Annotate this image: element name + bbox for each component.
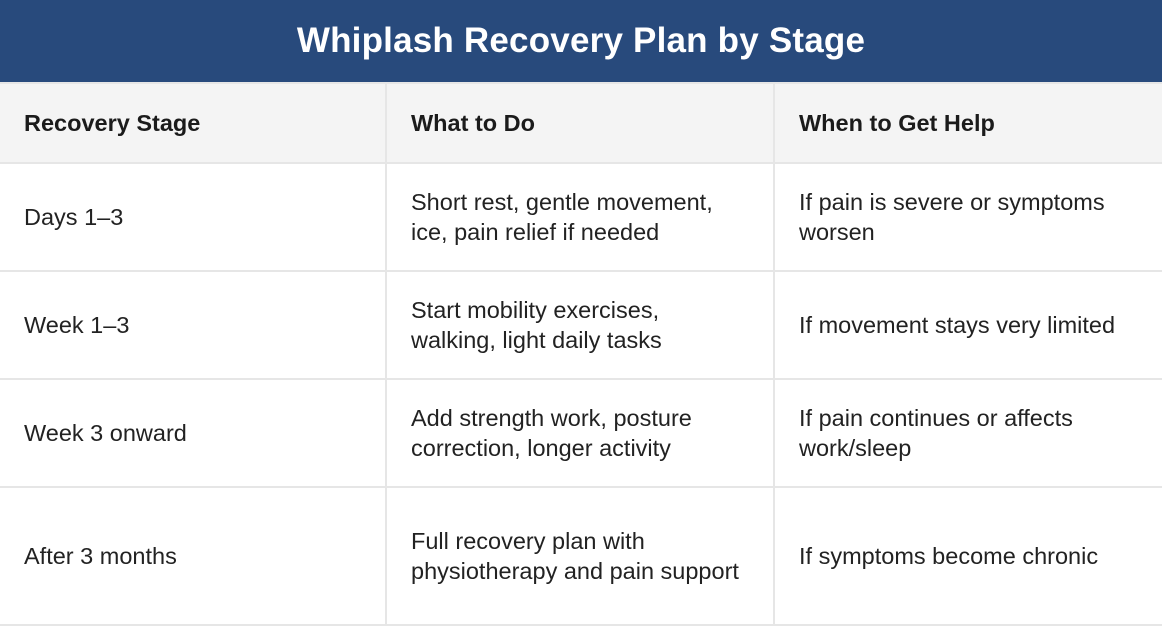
- table-row: Week 3 onward Add strength work, posture…: [0, 378, 1162, 488]
- table-row: Week 1–3 Start mobility exercises, walki…: [0, 270, 1162, 380]
- header-when-to-get-help: When to Get Help: [773, 82, 1162, 164]
- when-to-get-help-cell: If symptoms become chronic: [773, 486, 1162, 626]
- recovery-plan-table: Recovery Stage What to Do When to Get He…: [0, 82, 1162, 626]
- when-to-get-help-cell: If pain continues or affects work/sleep: [773, 378, 1162, 488]
- what-to-do-cell: Short rest, gentle movement, ice, pain r…: [385, 162, 775, 272]
- header-recovery-stage: Recovery Stage: [0, 82, 387, 164]
- stage-cell: Week 3 onward: [0, 378, 387, 488]
- header-what-to-do: What to Do: [385, 82, 775, 164]
- what-to-do-cell: Start mobility exercises, walking, light…: [385, 270, 775, 380]
- stage-cell: Week 1–3: [0, 270, 387, 380]
- what-to-do-cell: Add strength work, posture correction, l…: [385, 378, 775, 488]
- stage-cell: After 3 months: [0, 486, 387, 626]
- header-row: Recovery Stage What to Do When to Get He…: [0, 82, 1162, 164]
- table-row: Days 1–3 Short rest, gentle movement, ic…: [0, 162, 1162, 272]
- table-title: Whiplash Recovery Plan by Stage: [0, 0, 1162, 82]
- when-to-get-help-cell: If pain is severe or symptoms worsen: [773, 162, 1162, 272]
- what-to-do-cell: Full recovery plan with physiotherapy an…: [385, 486, 775, 626]
- when-to-get-help-cell: If movement stays very limited: [773, 270, 1162, 380]
- stage-cell: Days 1–3: [0, 162, 387, 272]
- table-row: After 3 months Full recovery plan with p…: [0, 486, 1162, 626]
